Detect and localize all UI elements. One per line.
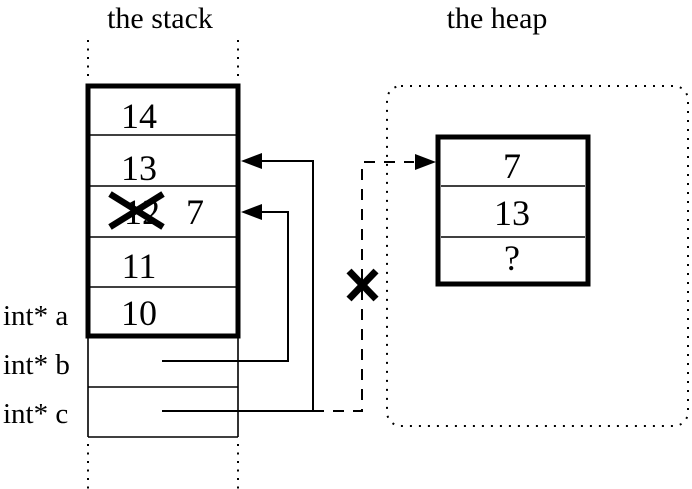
stack-cell-value: 13 bbox=[121, 148, 157, 188]
pointer-var-label-b: int* b bbox=[3, 349, 70, 381]
crossout-x-icon bbox=[108, 191, 165, 230]
heap-cell-value: 7 bbox=[503, 146, 521, 186]
heap-object-box bbox=[435, 134, 591, 287]
stack-cell-value: 11 bbox=[122, 246, 157, 286]
dangling-pointer-arrow bbox=[313, 154, 436, 412]
pointer-var-label-c: int* c bbox=[3, 398, 68, 430]
heap-cell-value: 13 bbox=[494, 193, 530, 233]
stack-cell-new-value: 7 bbox=[186, 192, 204, 232]
arrowhead-right-icon bbox=[415, 154, 436, 170]
stack-cell-value: 10 bbox=[121, 293, 157, 333]
arrowhead-left-icon bbox=[241, 153, 262, 169]
heap-cell-dividers bbox=[441, 185, 585, 238]
heap-title: the heap bbox=[447, 2, 548, 35]
pointer-variable-cells bbox=[87, 337, 239, 438]
invalid-pointer-x-icon bbox=[346, 268, 379, 302]
pointer-var-label-a: int* a bbox=[3, 300, 68, 332]
heap-cell-value: ? bbox=[504, 238, 520, 278]
stack-cell-value: 14 bbox=[121, 96, 157, 136]
heap-region-outline bbox=[386, 85, 689, 427]
stack-title: the stack bbox=[107, 2, 213, 35]
pointer-b-arrow bbox=[162, 204, 289, 362]
pointer-c-arrow bbox=[162, 153, 314, 412]
arrowhead-left-icon bbox=[241, 204, 262, 220]
stack-box bbox=[85, 83, 241, 339]
stack-cell-dividers bbox=[90, 134, 236, 288]
